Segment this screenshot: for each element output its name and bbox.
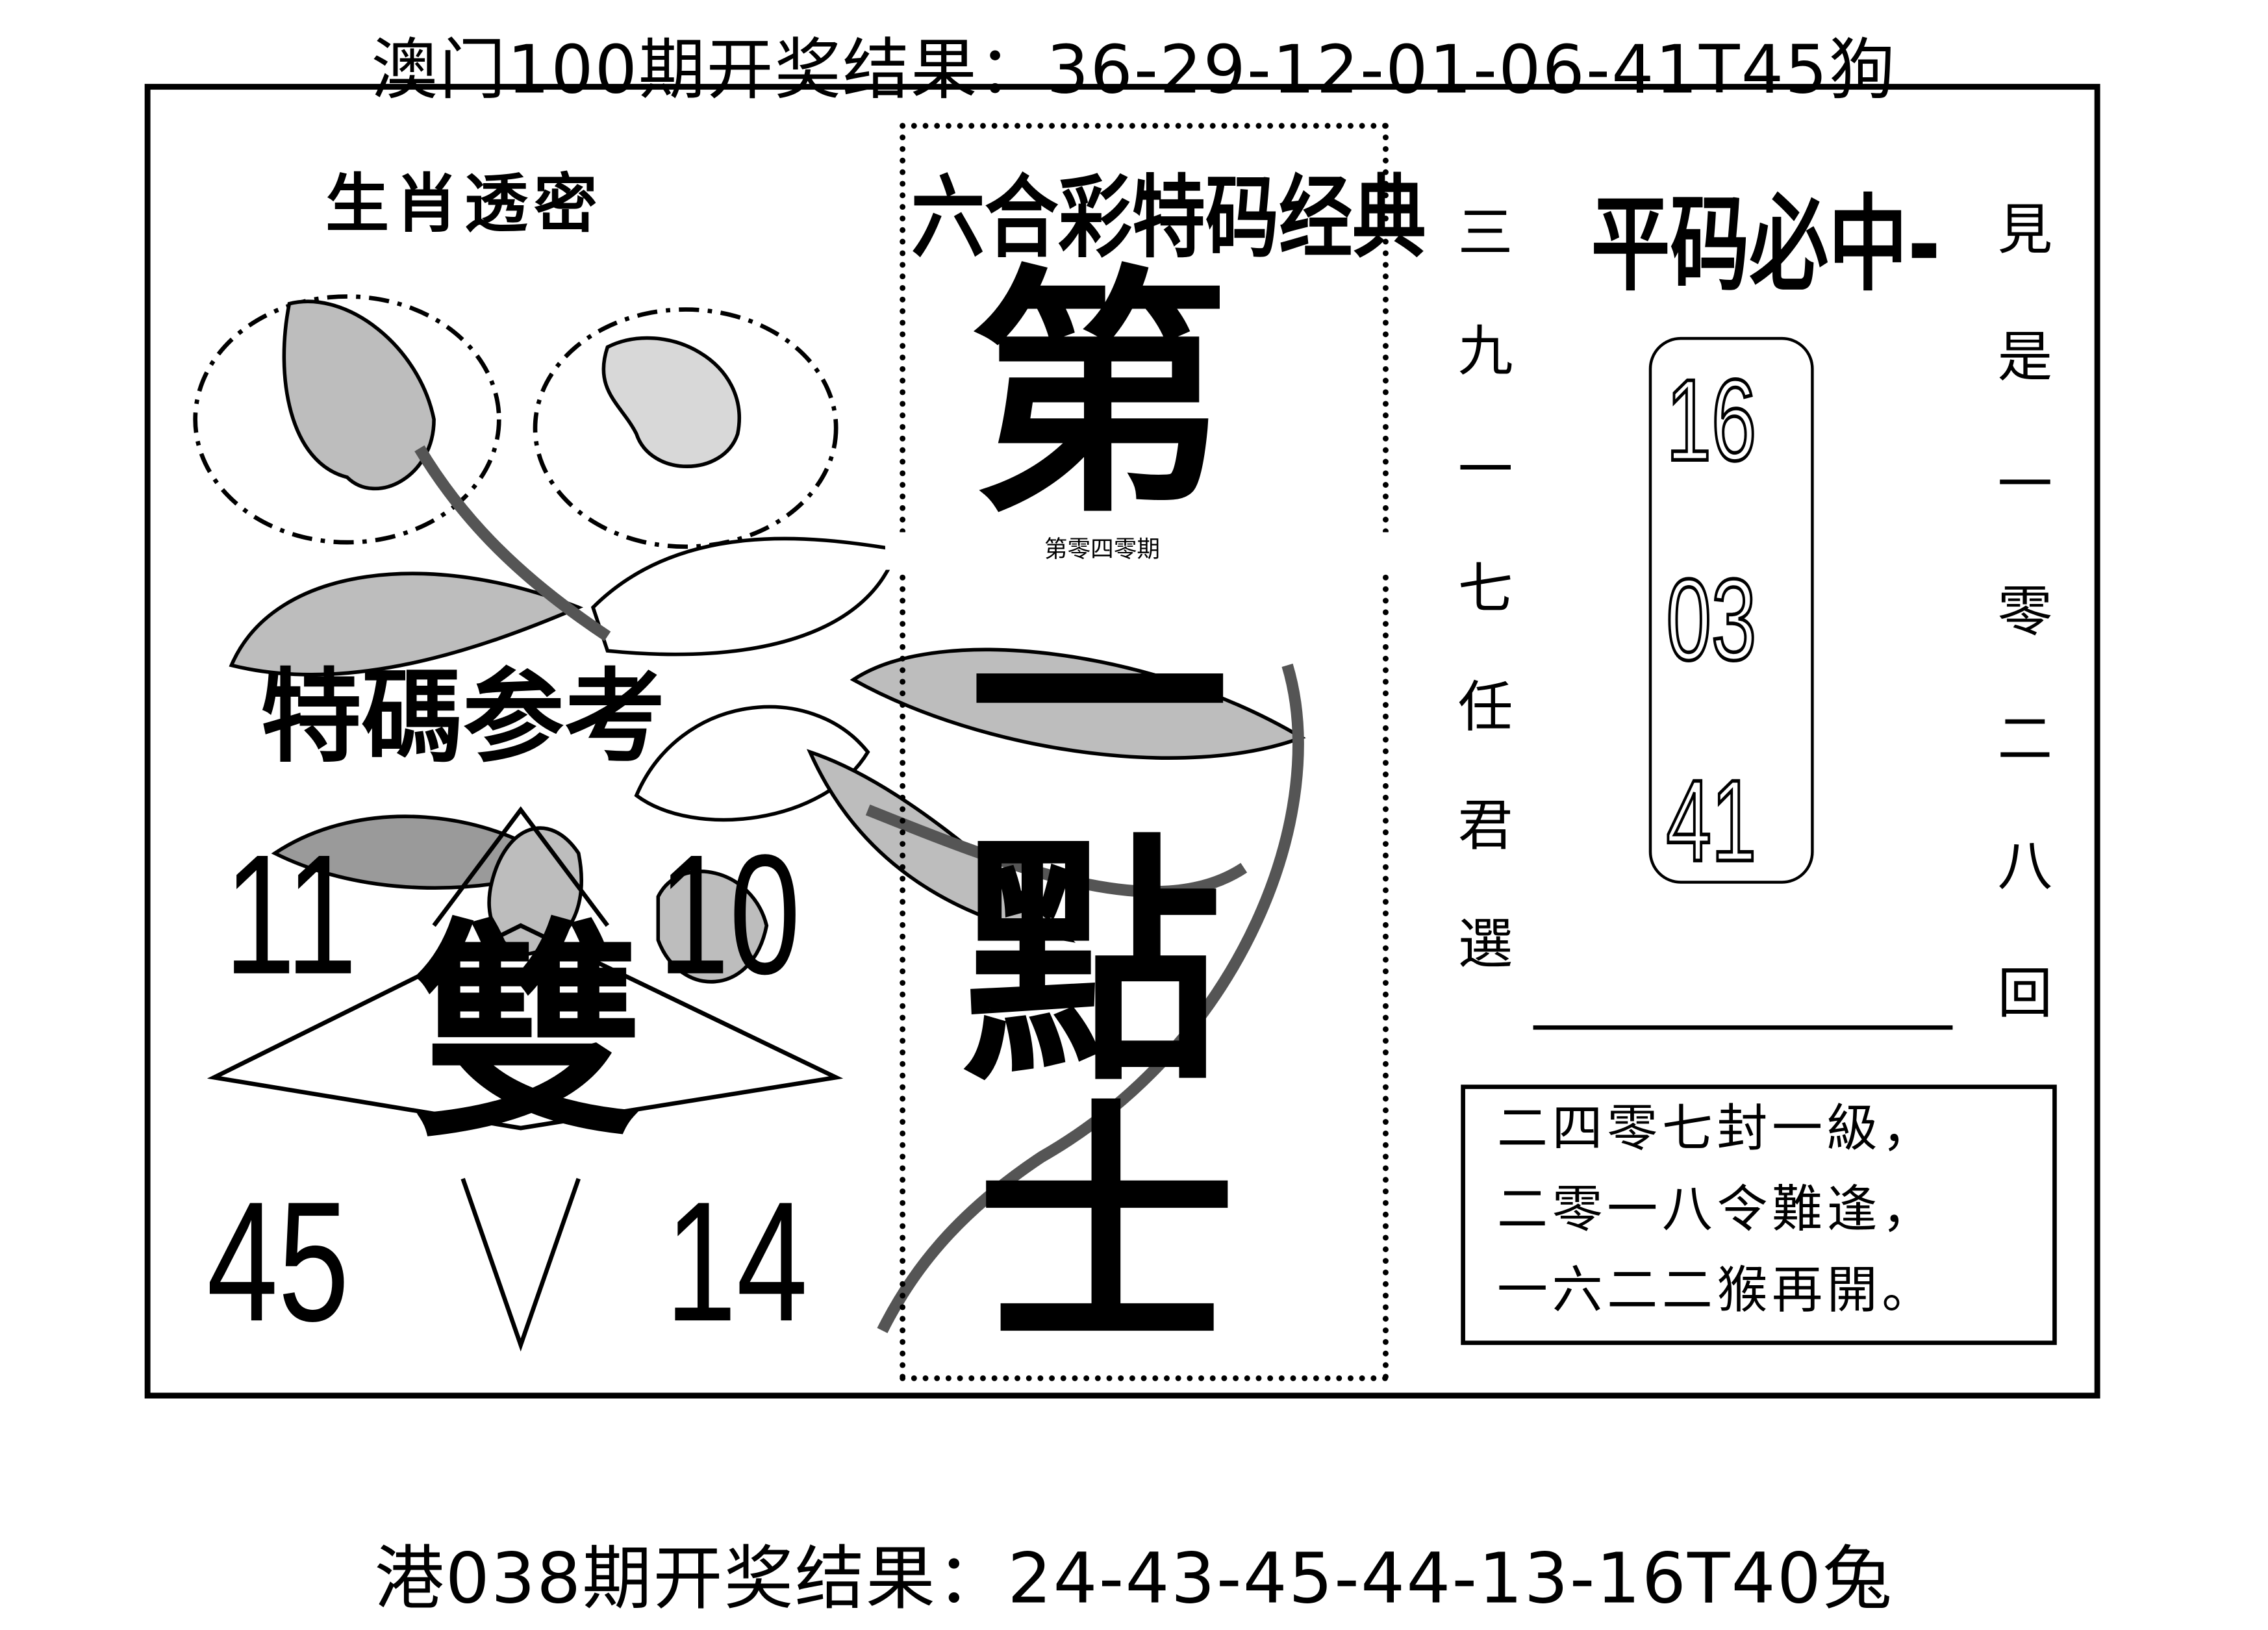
classic-special-code-title: 六合彩特码经典 [911,164,1426,271]
hk-result-footer: 港038期开奖结果：24-43-45-44-13-16T40兔 [374,1538,1894,1620]
issue-patch [885,532,1441,570]
leaf [229,571,584,677]
leaf [656,870,769,984]
special-code-reference-title: 特碼参考 [260,658,666,777]
vertical-char: 一 [1997,453,2053,517]
vertical-char: 八 [1997,834,2053,898]
macau-result-header: 澳门100期开奖结果：36-29-12-01-06-41T45狗 [371,30,1897,109]
number-bottom-left: 45 [207,1167,349,1359]
vertical-char: 二 [1997,707,2053,771]
flat-number-3: 41 [1665,755,1758,887]
divider [1533,1025,1953,1030]
poem-line: 二零一八令難逢， [1496,1181,1937,1240]
right-vertical-text: 見 是 一 零 二 八 回 [1993,166,2057,1057]
issue-label: 第零四零期 [1044,534,1161,563]
vertical-char: 君 [1457,794,1513,858]
stem [414,445,1304,1333]
vertical-char: 七 [1457,557,1513,621]
rose-bud [282,299,436,491]
center-dotted-box [900,123,1389,1381]
vertical-char: 一 [1457,438,1513,502]
big-char-4: 士 [976,1080,1237,1383]
dragon-figure [601,336,741,468]
poem-line: 一六二二猴再開。 [1496,1262,1937,1321]
vertical-char: 選 [1457,912,1513,977]
vertical-char: 三 [1457,201,1513,265]
number-bottom-right: 14 [665,1167,808,1359]
flat-code-box [1648,336,1814,884]
vertical-char: 零 [1997,580,2053,644]
vertical-char: 九 [1457,320,1513,384]
flat-number-1: 16 [1665,354,1758,486]
flat-code-title: 平码必中- [1591,183,1941,305]
vertical-char: 是 [1997,325,2053,390]
number-top-left: 11 [224,820,357,1011]
main-frame [144,84,2100,1399]
big-char-2: 一 [969,549,1229,852]
big-char-3: 點 [961,814,1222,1117]
zodiac-ellipse-left [193,294,501,545]
flat-number-2: 03 [1665,553,1758,686]
zodiac-secret-title: 生肖透密 [325,168,603,242]
poem-line: 二四零七封一級， [1496,1100,1937,1159]
number-top-right: 10 [658,820,801,1011]
vertical-char: 任 [1457,675,1513,739]
vertical-char: 見 [1997,198,2053,262]
vertical-char: 回 [1997,961,2053,1025]
left-vertical-text: 三 九 一 七 任 君 選 [1454,173,1517,1003]
zodiac-ellipse-right [533,307,838,549]
leaf [807,749,1076,943]
pair-char: 雙 [412,897,644,1169]
leaf [634,705,870,822]
diamond-figure [207,806,844,1352]
poem-box: 二四零七封一級， 二零一八令難逢， 一六二二猴再開。 [1461,1085,2057,1346]
big-char-1: 第 [969,245,1229,549]
